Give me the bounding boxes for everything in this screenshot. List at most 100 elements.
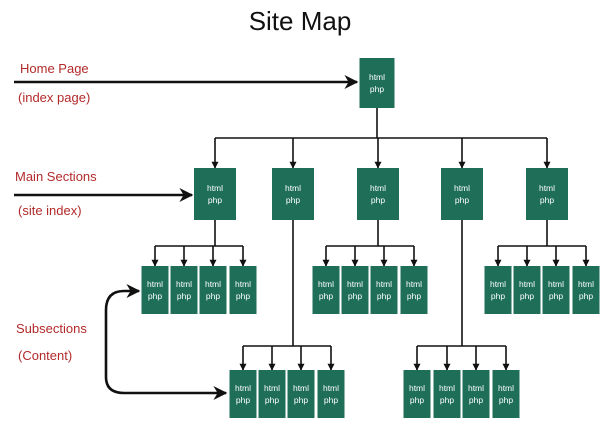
page-box (258, 370, 286, 418)
main-section-node-1: html php (194, 168, 236, 220)
subsection-node-2-2: html php (341, 266, 369, 314)
page-type-html: html (468, 383, 484, 393)
subsections-upper-pointer-arrow (104, 284, 141, 345)
content-node-2-1: html php (403, 370, 431, 418)
page-type-html: html (176, 279, 192, 289)
page-type-html: html (293, 383, 309, 393)
page-type-html: html (548, 279, 564, 289)
page-type-html: html (519, 279, 535, 289)
page-type-php: php (440, 395, 454, 405)
page-type-html: html (318, 279, 334, 289)
page-type-php: php (370, 84, 384, 94)
page-box (272, 168, 314, 220)
label-index-page: (index page) (18, 90, 90, 105)
label-content: (Content) (18, 348, 72, 363)
label-main-sections: Main Sections (15, 169, 97, 184)
page-box (229, 370, 257, 418)
page-type-html: html (370, 183, 386, 193)
subsection-node-1-3: html php (199, 266, 227, 314)
page-box (513, 266, 541, 314)
page-type-php: php (377, 291, 391, 301)
page-box (400, 266, 428, 314)
page-type-php: php (540, 195, 554, 205)
page-type-php: php (499, 395, 513, 405)
page-type-php: php (265, 395, 279, 405)
subsection-node-3-2: html php (513, 266, 541, 314)
page-box (441, 168, 483, 220)
page-type-php: php (469, 395, 483, 405)
page-box (526, 168, 568, 220)
subsection-node-3-3: html php (542, 266, 570, 314)
page-type-html: html (454, 183, 470, 193)
content-node-1-3: html php (287, 370, 315, 418)
label-subsections: Subsections (16, 321, 87, 336)
page-type-php: php (148, 291, 162, 301)
page-box (357, 168, 399, 220)
page-type-php: php (206, 291, 220, 301)
diagram-title: Site Map (249, 6, 352, 36)
page-box (170, 266, 198, 314)
content-node-2-4: html php (492, 370, 520, 418)
page-box (542, 266, 570, 314)
page-type-html: html (285, 183, 301, 193)
page-box (317, 370, 345, 418)
page-type-php: php (319, 291, 333, 301)
page-type-html: html (207, 183, 223, 193)
subsection-node-1-2: html php (170, 266, 198, 314)
page-type-php: php (579, 291, 593, 301)
page-type-html: html (235, 383, 251, 393)
page-type-html: html (235, 279, 251, 289)
main-section-node-4: html php (441, 168, 483, 220)
page-box (199, 266, 227, 314)
page-type-php: php (549, 291, 563, 301)
content-node-2-3: html php (462, 370, 490, 418)
page-box (359, 58, 395, 108)
page-type-php: php (491, 291, 505, 301)
subsection-node-2-1: html php (312, 266, 340, 314)
page-box (433, 370, 461, 418)
main-section-node-5: html php (526, 168, 568, 220)
page-type-php: php (324, 395, 338, 405)
page-box (312, 266, 340, 314)
page-type-html: html (205, 279, 221, 289)
nodes-layer: html php html php html php html php html php html p… (141, 58, 600, 418)
subsection-node-1-4: html php (229, 266, 257, 314)
label-home-page: Home Page (20, 61, 89, 76)
content-node-1-2: html php (258, 370, 286, 418)
page-type-html: html (539, 183, 555, 193)
page-type-html: html (498, 383, 514, 393)
page-box (229, 266, 257, 314)
page-type-html: html (409, 383, 425, 393)
page-type-php: php (371, 195, 385, 205)
page-type-php: php (520, 291, 534, 301)
page-type-php: php (410, 395, 424, 405)
page-box (194, 168, 236, 220)
content-node-1-1: html php (229, 370, 257, 418)
page-type-html: html (264, 383, 280, 393)
page-type-php: php (177, 291, 191, 301)
page-type-html: html (578, 279, 594, 289)
page-type-php: php (407, 291, 421, 301)
page-box (403, 370, 431, 418)
subsection-node-3-4: html php (572, 266, 600, 314)
page-box (572, 266, 600, 314)
page-type-html: html (376, 279, 392, 289)
page-box (492, 370, 520, 418)
page-box (370, 266, 398, 314)
page-type-php: php (208, 195, 222, 205)
page-type-php: php (455, 195, 469, 205)
page-type-php: php (236, 291, 250, 301)
page-type-php: php (236, 395, 250, 405)
page-box (341, 266, 369, 314)
page-box (484, 266, 512, 314)
page-box (462, 370, 490, 418)
page-type-php: php (348, 291, 362, 301)
page-type-html: html (347, 279, 363, 289)
page-type-php: php (294, 395, 308, 405)
